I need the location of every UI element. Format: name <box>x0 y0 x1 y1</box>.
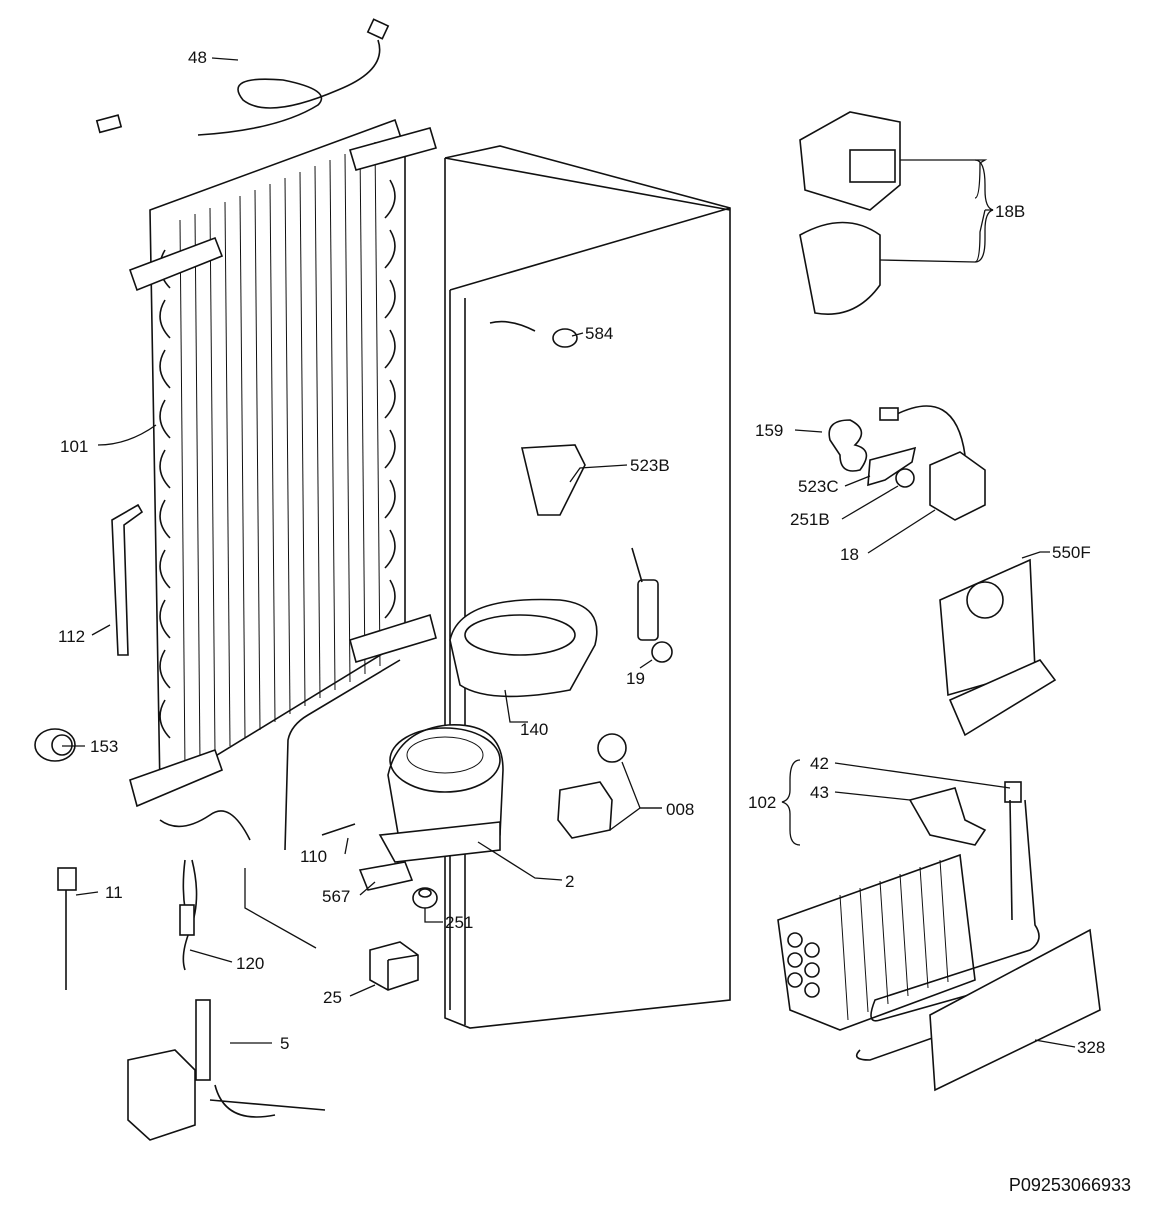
label-5: 5 <box>280 1034 289 1053</box>
evaporator-sensor <box>1004 781 1022 803</box>
part-labels: 48 101 112 153 11 120 110 567 251 2 25 5… <box>58 48 1105 1057</box>
label-328: 328 <box>1077 1038 1105 1057</box>
label-251: 251 <box>445 913 473 932</box>
drip-tray <box>449 598 598 698</box>
defrost-heater <box>631 547 673 663</box>
relay-box <box>369 941 419 991</box>
solenoid-valve <box>127 999 326 1141</box>
leader-lines <box>62 57 1076 1048</box>
label-584: 584 <box>585 324 613 343</box>
label-523c: 523C <box>798 477 839 496</box>
condenser-coil <box>128 118 438 851</box>
label-523b: 523B <box>630 456 670 475</box>
evaporator-cover <box>939 558 1057 737</box>
label-42: 42 <box>810 754 829 773</box>
label-159: 159 <box>755 421 783 440</box>
label-102: 102 <box>748 793 776 812</box>
label-18: 18 <box>840 545 859 564</box>
fan-motor <box>879 405 986 521</box>
document-code: P09253066933 <box>1008 1175 1131 1195</box>
rubber-grommet <box>412 887 438 909</box>
temperature-sensor <box>57 867 77 990</box>
cabinet-body <box>444 145 731 1029</box>
thermostat-sensor <box>179 859 198 971</box>
label-112: 112 <box>58 627 85 646</box>
label-2: 2 <box>565 872 574 891</box>
label-18b: 18B <box>995 202 1025 221</box>
label-008: 008 <box>666 800 694 819</box>
compressor <box>378 724 504 863</box>
label-11: 11 <box>105 883 123 902</box>
label-101: 101 <box>60 437 88 456</box>
label-48: 48 <box>188 48 207 67</box>
cap-part <box>34 728 76 762</box>
drain-tube <box>111 503 144 656</box>
small-clip <box>489 320 578 348</box>
label-110: 110 <box>300 847 327 866</box>
label-19: 19 <box>626 669 645 688</box>
label-43: 43 <box>810 783 829 802</box>
label-251b: 251B <box>790 510 830 529</box>
label-153: 153 <box>90 737 118 756</box>
label-120: 120 <box>236 954 264 973</box>
evaporator <box>777 799 1049 1061</box>
mounting-plate <box>358 861 414 891</box>
label-140: 140 <box>520 720 548 739</box>
evaporator-clip <box>908 787 987 846</box>
label-25: 25 <box>323 988 342 1007</box>
sensor-cable <box>95 18 390 136</box>
thermostat <box>557 733 627 839</box>
motor-washer <box>895 468 915 488</box>
switch-unit <box>799 111 901 315</box>
label-567: 567 <box>322 887 350 906</box>
label-550f: 550F <box>1052 543 1091 562</box>
pin-part <box>321 823 356 836</box>
heater-plate <box>929 928 1101 1092</box>
bracket-part <box>520 444 586 516</box>
fan-blade <box>828 419 868 472</box>
